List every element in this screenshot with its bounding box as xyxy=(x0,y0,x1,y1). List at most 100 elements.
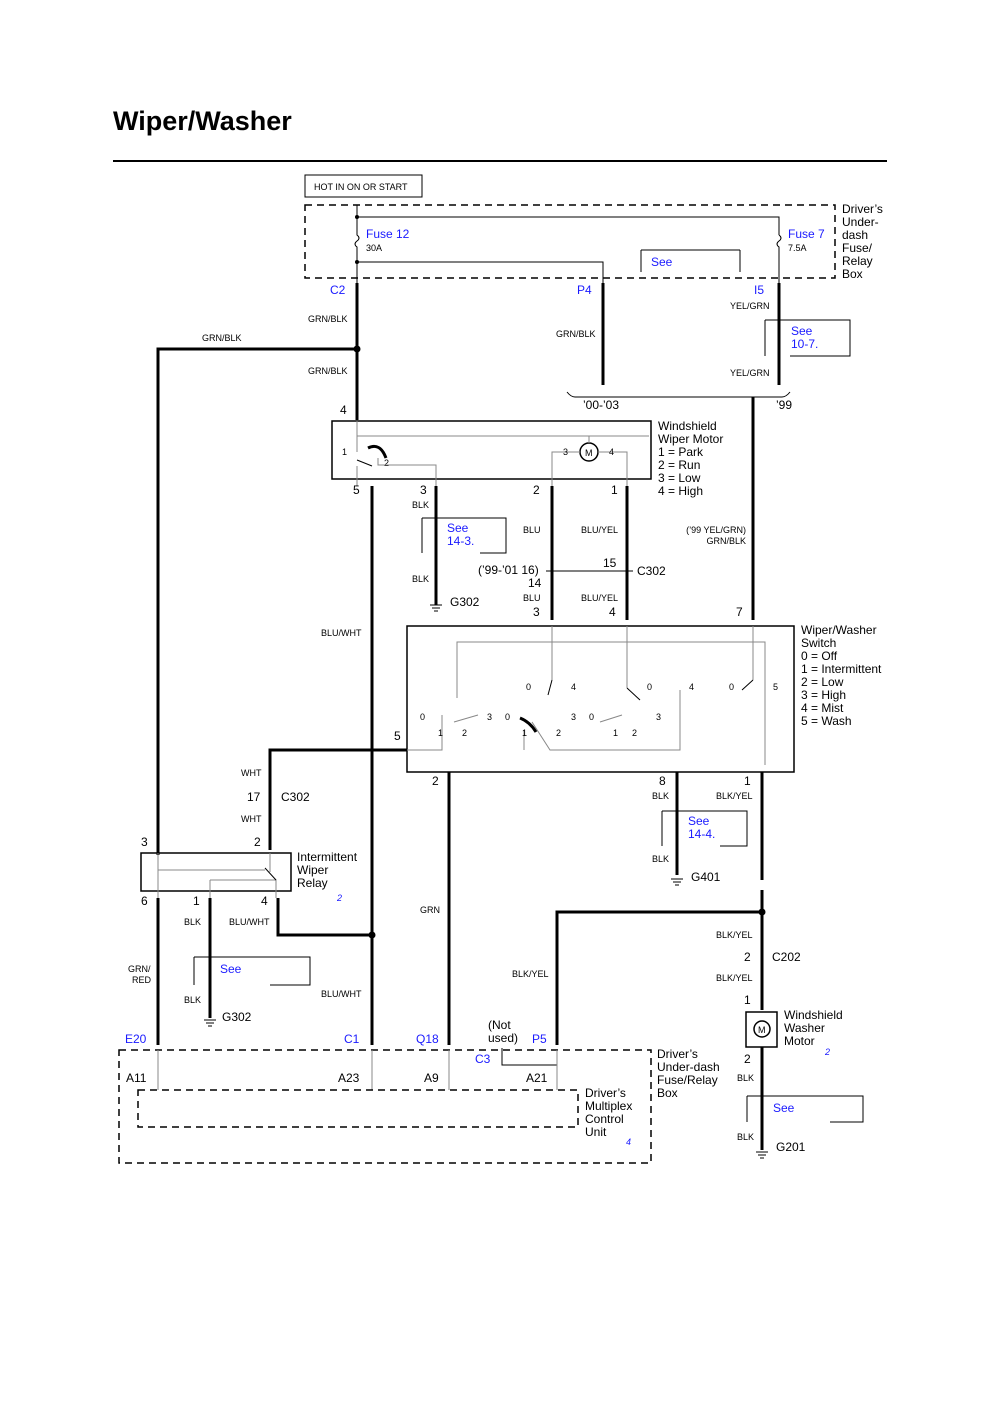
year-00-03: ’00-’03 xyxy=(583,398,619,412)
sw-f-1: 1 xyxy=(613,728,618,738)
see-top-box xyxy=(640,249,741,272)
motor-int-leads xyxy=(551,436,628,486)
see-10-a[interactable]: See xyxy=(791,324,813,338)
relay-pin4: 4 xyxy=(261,894,268,908)
wire-label-blkyel-4: BLK/YEL xyxy=(716,973,753,983)
svg-text:5 = Wash: 5 = Wash xyxy=(801,714,852,728)
switch-pin7: 7 xyxy=(736,605,743,619)
year-bracket xyxy=(566,391,791,398)
svg-text:Box: Box xyxy=(657,1086,678,1100)
motor-int-4: 4 xyxy=(609,447,614,457)
c302-note: (’99-’01 16) xyxy=(478,563,539,577)
svg-text:Relay: Relay xyxy=(297,876,328,890)
svg-text:Wiper: Wiper xyxy=(297,863,328,877)
c302-pin14: 14 xyxy=(528,576,542,590)
motor-internal-bus xyxy=(356,421,649,437)
ground-g302-b: G302 xyxy=(222,1010,252,1024)
wire-label-blk-7: BLK xyxy=(184,917,201,927)
mcu-label: Driver’s Multiplex Control Unit xyxy=(585,1086,632,1139)
junction xyxy=(355,260,359,264)
wire-switch5-relay2 xyxy=(268,748,407,850)
see-14-4-a[interactable]: See xyxy=(688,814,710,828)
svg-text:4 = High: 4 = High xyxy=(658,484,703,498)
fuse12-name: Fuse 12 xyxy=(366,227,410,241)
fuse12-to-p4 xyxy=(357,261,604,283)
motor-pin1: 1 xyxy=(611,483,618,497)
switch-label: Wiper/Washer Switch 0 = Off 1 = Intermit… xyxy=(801,623,882,728)
svg-text:Fuse/Relay: Fuse/Relay xyxy=(657,1073,718,1087)
fuse12-symbol xyxy=(354,217,360,283)
splice-3 xyxy=(368,931,376,939)
svg-text:Under-: Under- xyxy=(842,215,879,229)
see-g201-box xyxy=(746,1095,864,1123)
relay-internal xyxy=(157,853,277,898)
hot-bus xyxy=(356,205,780,235)
wire-label-bluyel-2: BLU/YEL xyxy=(581,593,618,603)
mcu-leads xyxy=(157,1050,558,1090)
motor-int-run xyxy=(377,458,437,486)
see-g201[interactable]: See xyxy=(773,1101,795,1115)
c202-pin2: 2 xyxy=(744,950,751,964)
c202-label: C202 xyxy=(772,950,801,964)
wire-label-grnred-b: RED xyxy=(132,975,152,985)
wire-label-bluyel-1: BLU/YEL xyxy=(581,525,618,535)
svg-text:1 = Park: 1 = Park xyxy=(658,445,704,459)
washer-motor-label: Windshield Washer Motor xyxy=(784,1008,843,1048)
svg-text:1 = Intermittent: 1 = Intermittent xyxy=(801,662,882,676)
sw-a-4: 4 xyxy=(571,682,576,692)
park-cam xyxy=(367,444,388,459)
sw-d-1: 1 xyxy=(438,728,443,738)
wire-label-blu-2: BLU xyxy=(523,593,541,603)
relay-label: Intermittent Wiper Relay xyxy=(297,850,358,890)
see-10-b[interactable]: 10-7. xyxy=(791,337,818,351)
wire-label-blkyel-2: BLK/YEL xyxy=(512,969,549,979)
fuse7-name: Fuse 7 xyxy=(788,227,825,241)
c302-pin17: 17 xyxy=(247,790,261,804)
relay-pin1: 1 xyxy=(193,894,200,908)
wire-label-grnblk-1: GRN/BLK xyxy=(308,314,348,324)
svg-text:Switch: Switch xyxy=(801,636,836,650)
wire-relay4-splice xyxy=(276,898,372,937)
svg-text:Motor: Motor xyxy=(784,1034,815,1048)
switch-pin8: 8 xyxy=(659,774,666,788)
svg-text:Driver’s: Driver’s xyxy=(842,202,883,216)
svg-text:2 = Low: 2 = Low xyxy=(801,675,844,689)
svg-text:Unit: Unit xyxy=(585,1125,607,1139)
sw-c-5: 5 xyxy=(773,682,778,692)
sw-c-0: 0 xyxy=(729,682,734,692)
svg-text:dash: dash xyxy=(842,228,868,242)
ground-g401: G401 xyxy=(691,870,721,884)
ground-g201: G201 xyxy=(776,1140,806,1154)
see-14-4-b[interactable]: 14-4. xyxy=(688,827,715,841)
washer-pin2: 2 xyxy=(744,1052,751,1066)
sw-f-2: 2 xyxy=(632,728,637,738)
conn-q18: Q18 xyxy=(416,1032,439,1046)
bottom-fuse-box-label: Driver’s Under-dash Fuse/Relay Box xyxy=(657,1047,720,1100)
wire-label-99-a: (’99 YEL/GRN) xyxy=(686,525,746,535)
sw-d-3: 3 xyxy=(487,712,492,722)
year-99: ’99 xyxy=(776,398,792,412)
svg-text:Wiper/Washer: Wiper/Washer xyxy=(801,623,877,637)
washer-ref: 2 xyxy=(824,1047,830,1057)
c302-pin15: 15 xyxy=(603,556,617,570)
see-14-3-b[interactable]: 14-3. xyxy=(447,534,474,548)
switch-wiper-arm xyxy=(519,716,538,733)
ground-g302-a: G302 xyxy=(450,595,480,609)
conn-c3: C3 xyxy=(475,1052,491,1066)
sw-e-3: 3 xyxy=(571,712,576,722)
wire-label-grn: GRN xyxy=(420,905,440,915)
svg-text:Driver’s: Driver’s xyxy=(585,1086,626,1100)
ground-g401-symbol xyxy=(671,878,683,886)
see-g302[interactable]: See xyxy=(220,962,242,976)
wire-label-blu-1: BLU xyxy=(523,525,541,535)
switch-pin2: 2 xyxy=(432,774,439,788)
sw-b-0: 0 xyxy=(647,682,652,692)
svg-text:Control: Control xyxy=(585,1112,624,1126)
see-14-4-box xyxy=(661,810,748,847)
wire-label-blk-8: BLK xyxy=(184,995,201,1005)
sw-f-0: 0 xyxy=(589,712,594,722)
see-top[interactable]: See xyxy=(651,255,673,269)
see-14-3-a[interactable]: See xyxy=(447,521,469,535)
svg-text:Driver’s: Driver’s xyxy=(657,1047,698,1061)
motor-int-2: 2 xyxy=(384,458,389,468)
